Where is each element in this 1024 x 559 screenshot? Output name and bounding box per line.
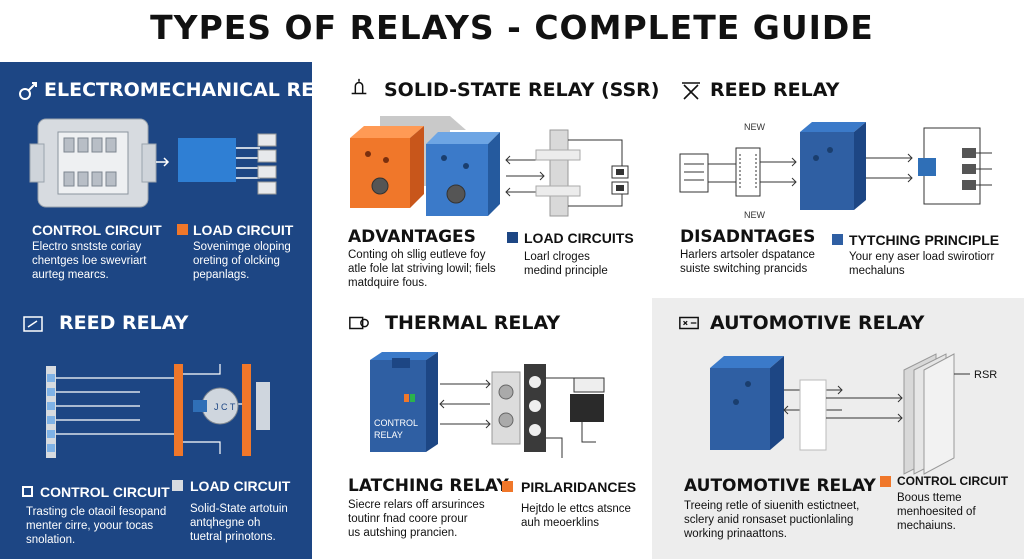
section-text: Boous tteme menhoesited of mechaiuns. — [897, 492, 976, 532]
section-text: Conting oh sllig eutleve foy atle fole l… — [348, 249, 496, 289]
reed-relay-diagram: J C T — [46, 364, 270, 458]
section-heading-disadvantages: DISADNTAGES — [680, 227, 816, 247]
section-heading-load-circuit: LOAD CIRCUIT — [190, 478, 291, 494]
panel-electromechanical: ELECTROMECHANICAL RELAY CONTROL CIRCUIT … — [0, 62, 353, 310]
panel-title: THERMAL RELAY — [385, 312, 561, 334]
section-text: Sovenimge oloping oreting of olcking pep… — [193, 241, 291, 281]
navy-bullet — [832, 234, 843, 245]
thermal-icon — [349, 316, 369, 330]
section-text: Trasting cle otaoil fesopand menter cirr… — [26, 506, 167, 546]
panel-title: REED RELAY — [59, 312, 189, 334]
section-heading-advantages: ADVANTAGES — [348, 227, 476, 247]
navy-bullet — [507, 232, 518, 243]
orange-bullet — [880, 476, 891, 487]
section-heading-control-circuit: CONTROL CIRCUIT — [32, 222, 162, 238]
section-heading-control-circuit: CONTROL CIRCUIT — [40, 484, 170, 500]
automotive-icon — [679, 316, 699, 330]
section-text: Harlers artsoler dspatance suiste switch… — [680, 249, 815, 275]
rsr-tag: RSR — [974, 369, 997, 381]
box-label: CONTROL — [374, 418, 418, 428]
reed-icon — [682, 82, 700, 100]
section-text: Loarl clroges medind principle — [524, 251, 608, 277]
relay-icon — [19, 82, 37, 100]
reed-relay-icon — [23, 316, 43, 332]
section-heading-control-circuit: CONTROL CIRCUIT — [897, 474, 1009, 488]
section-heading-switching-principle: TYTCHING PRINCIPLE — [849, 232, 1000, 248]
section-text: Siecre relars off arsurinces toutinr fna… — [348, 499, 485, 539]
panel-title: AUTOMOTIVE RELAY — [710, 312, 925, 334]
thermal-diagram: CONTROL RELAY — [370, 352, 605, 458]
panel-thermal-relay: THERMAL RELAY CONTROL RELAY LATCHING REL… — [312, 298, 652, 559]
section-text: Hejtdo le ettcs atsnce auh meoerklins — [521, 503, 631, 529]
section-text: Your eny aser load swirotiorr mechaluns — [849, 251, 995, 277]
dark-bullet — [22, 486, 33, 497]
section-heading-load-circuits: LOAD CIRCUITS — [524, 230, 634, 246]
section-text: Electro snstste coriay chentges loe swev… — [32, 241, 147, 281]
section-heading-pirlaridances: PIRLARIDANCES — [521, 479, 637, 495]
box-label: RELAY — [374, 430, 403, 440]
panel-reed-relay-top: REED RELAY NEW NEW DISADNTAGES Harlers a… — [652, 62, 1024, 294]
diagram-label: NEW — [744, 122, 766, 132]
page-title: TYPES OF RELAYS - COMPLETE GUIDE — [150, 8, 874, 47]
diagram-label: NEW — [744, 210, 766, 220]
panel-automotive-relay: AUTOMOTIVE RELAY RSR AUTOMOTIVE RELAY Tr… — [652, 298, 1024, 559]
panel-title: ELECTROMECHANICAL RELAY — [44, 79, 353, 101]
section-text: Treeing retle of siuenith estictneet, sc… — [684, 500, 860, 540]
grey-bullet — [172, 480, 183, 491]
panel-solid-state-relay: SOLID-STATE RELAY (SSR) ADVANTAGES Conti… — [312, 62, 659, 294]
panel-title: SOLID-STATE RELAY (SSR) — [384, 79, 660, 101]
ssr-diagram — [350, 116, 629, 217]
panel-reed-relay-bottom: REED RELAY J C T CONTROL CIRCUIT Trastin… — [0, 310, 312, 559]
section-text: Solid-State artotuin antqhegne oh tuetra… — [190, 503, 288, 543]
section-heading-latching-relay: LATCHING RELAY — [348, 476, 509, 496]
ssr-icon — [351, 78, 367, 95]
orange-bullet — [502, 481, 513, 492]
panel-title: REED RELAY — [710, 79, 840, 101]
section-heading-load-circuit: LOAD CIRCUIT — [193, 222, 294, 238]
relay-diagram — [29, 118, 277, 208]
reed-diagram: NEW NEW — [679, 122, 992, 220]
section-heading-automotive-relay: AUTOMOTIVE RELAY — [684, 476, 876, 496]
coil-label: J C T — [214, 402, 236, 412]
orange-bullet — [177, 224, 188, 235]
automotive-diagram: RSR — [710, 353, 997, 475]
